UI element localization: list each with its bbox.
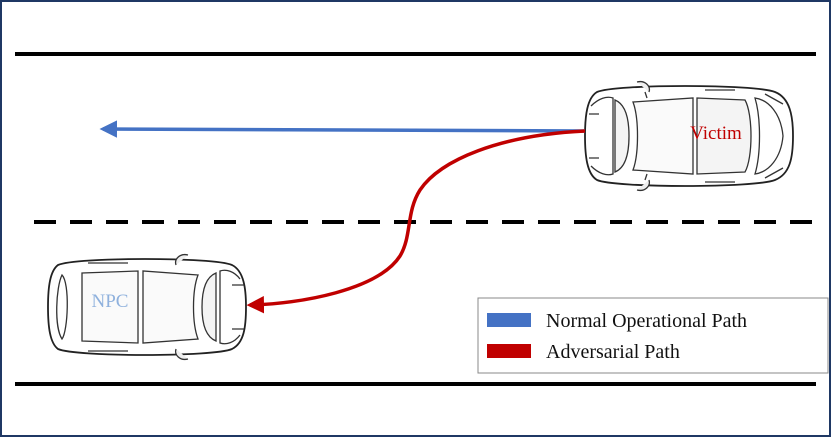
adversarial-path-arrow: [246, 129, 586, 314]
normal-path-arrow: [99, 120, 586, 138]
legend-label-adversarial: Adversarial Path: [546, 341, 680, 363]
npc-car: [47, 253, 247, 361]
legend-label-normal: Normal Operational Path: [546, 310, 747, 332]
victim-car: [584, 80, 794, 192]
victim-label: Victim: [690, 123, 742, 144]
npc-label: NPC: [92, 291, 129, 312]
legend: Normal Operational Path Adversarial Path: [477, 297, 829, 374]
legend-swatch-normal: [487, 313, 531, 327]
legend-swatch-adversarial: [487, 344, 531, 358]
